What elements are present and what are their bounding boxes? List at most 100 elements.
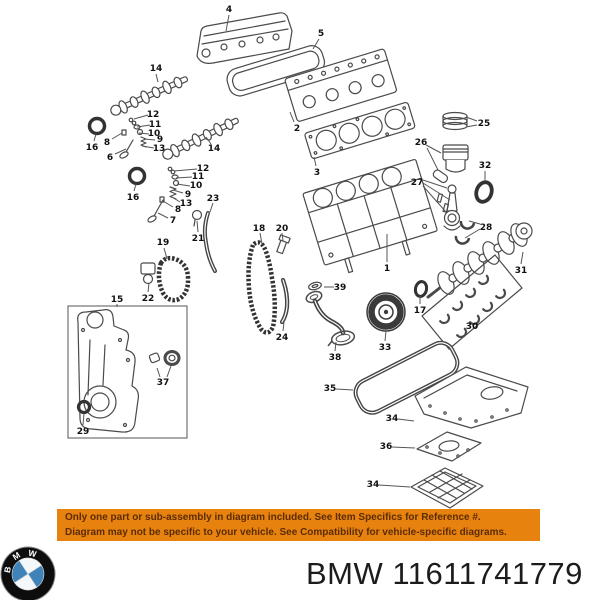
- leader-line-timing-chain: [259, 232, 263, 245]
- upper-timing-chain-drawing: [156, 255, 191, 303]
- part-label-valve-retainer-b: 11: [192, 172, 205, 182]
- valve-cover-gasket-drawing: [226, 45, 326, 97]
- part-label-windage-tray: 36: [380, 442, 393, 452]
- part-label-chain-tensioner-upper: 22: [142, 294, 155, 304]
- cylinder-head-drawing: [284, 48, 397, 122]
- leader-line-crankshaft: [520, 251, 524, 265]
- part-label-valve-spring-b: 10: [190, 181, 203, 191]
- leader-line-cam-seal-2: [133, 183, 137, 192]
- leader-line-upper-oil-pan: [397, 418, 415, 422]
- disclaimer-banner: Only one part or sub-assembly in diagram…: [57, 509, 540, 541]
- leader-line-connecting-rod: [422, 185, 447, 213]
- leader-line-valve-cover: [225, 14, 230, 32]
- part-label-upper-timing-chain: 19: [157, 238, 170, 248]
- part-label-pickup-gasket: 39: [334, 283, 347, 293]
- leader-line-chain-mount: [196, 220, 199, 233]
- leader-line-valve-spring-b: [176, 183, 191, 187]
- logo-letter-m: M: [11, 550, 22, 562]
- part-label-valve-retainer-a: 11: [149, 120, 162, 130]
- pilot-ring-drawing: [413, 280, 429, 298]
- logo-letter-w: W: [27, 548, 38, 560]
- part-label-engine-block: 1: [384, 264, 390, 274]
- part-label-tensioner-bolt: 20: [276, 224, 289, 234]
- part-label-camshaft-1: 14: [150, 64, 163, 74]
- leader-line-connecting-rod: [422, 182, 451, 201]
- part-label-head-gasket: 3: [314, 168, 320, 178]
- part-label-cam-seal-2: 16: [127, 193, 140, 203]
- leader-line-valve-retainer-b: [175, 176, 193, 179]
- lower-oil-pan-drawing: [410, 467, 484, 509]
- leader-line-windage-tray: [391, 446, 416, 449]
- leader-line-valve-spring-a: [138, 132, 150, 135]
- part-label-main-bearing-set: 30: [466, 322, 479, 332]
- head-gasket-drawing: [304, 101, 416, 160]
- part-label-rear-seal: 32: [479, 161, 492, 171]
- cam-seal-drawings: [87, 116, 147, 186]
- upper-oil-pan-drawing: [414, 366, 529, 429]
- leader-line-lower-oil-pan: [378, 484, 411, 488]
- camshaft-2-drawing: [162, 117, 239, 160]
- leader-line-valve-keeper-a: [133, 114, 149, 120]
- leader-line-lifter-a: [111, 132, 123, 140]
- part-label-intake-valve: 6: [107, 153, 113, 163]
- part-label-oil-pan-gasket: 35: [324, 384, 337, 394]
- part-labels: 4523114141616121110913861211109138723211…: [77, 5, 528, 490]
- chain-guide-upper-drawing: [202, 211, 217, 273]
- chain-guide-drawing: [279, 277, 290, 325]
- logo-quadrants: [11, 557, 45, 591]
- leader-line-tensioner-bolt: [281, 232, 284, 242]
- part-label-piston: 26: [415, 138, 428, 148]
- valve-train-parts-b: [147, 166, 180, 223]
- disclaimer-line-1: Only one part or sub-assembly in diagram…: [65, 512, 481, 523]
- part-label-crank-pulley: 33: [379, 343, 392, 353]
- part-label-valve-spring-a: 10: [148, 129, 161, 139]
- engine-exploded-diagram: 4523114141616121110913861211109138723211…: [67, 5, 533, 509]
- oil-pickup-drawing: [305, 290, 356, 347]
- timing-cover-drawing: [77, 309, 139, 433]
- leader-line-upper-timing-chain: [163, 247, 168, 260]
- leader-line-valve-cover-gasket: [312, 38, 320, 50]
- leader-line-piston-rings: [465, 124, 478, 128]
- leader-line-oil-pan-gasket: [335, 388, 354, 391]
- leader-line-intake-valve: [114, 148, 127, 155]
- leader-line-piston: [426, 147, 439, 171]
- logo-letter-b: B: [2, 566, 13, 574]
- leader-line-chain-guide: [282, 321, 285, 332]
- part-label-spring-seat-a: 13: [153, 144, 166, 154]
- leader-line-spring-seat-a: [141, 145, 155, 149]
- piston-rings-drawing: [442, 111, 468, 131]
- leader-line-cover-seal: [166, 365, 172, 378]
- valve-train-parts-a: [119, 117, 147, 159]
- leader-line-rod-bearings: [468, 220, 481, 225]
- crank-front-seal-drawing: [76, 399, 92, 415]
- part-label-rod-bearings: 28: [480, 223, 493, 233]
- crankshaft-drawing: [426, 222, 533, 299]
- connecting-rod-drawing: [436, 184, 461, 231]
- leader-line-lifter-b: [162, 200, 174, 208]
- windage-tray-drawing: [416, 431, 482, 462]
- main-bearing-set-drawing: [421, 254, 523, 350]
- part-label-valve-cover: 4: [226, 5, 232, 15]
- leader-line-exhaust-valve: [157, 212, 169, 219]
- part-label-chain-mount: 21: [192, 234, 205, 244]
- leader-line-piston-rings: [465, 116, 478, 122]
- part-label-cam-seal-1: 16: [86, 143, 99, 153]
- part-label-crankshaft: 31: [515, 266, 528, 276]
- piston-drawing: [432, 144, 469, 184]
- rear-seal-drawing: [474, 180, 494, 204]
- cover-seal-drawing: [148, 350, 181, 366]
- part-label-timing-chain: 18: [253, 224, 266, 234]
- part-label-piston-rings: 25: [478, 119, 491, 129]
- timing-chain-drawing: [246, 240, 277, 335]
- leader-line-crank-front-seal: [82, 413, 85, 426]
- leader-line-piston: [425, 144, 442, 154]
- part-label-lifter-a: 8: [104, 138, 110, 148]
- leader-line-crank-pulley: [384, 330, 387, 342]
- engine-block-drawing: [302, 158, 438, 274]
- part-label-chain-guide-upper: 23: [207, 194, 220, 204]
- part-label-pilot-ring: 17: [414, 306, 427, 316]
- leader-line-connecting-rod: [422, 179, 448, 189]
- leader-line-valve-seal-a: [143, 138, 156, 141]
- part-label-valve-seal-a: 9: [157, 135, 163, 145]
- leader-line-camshaft-1: [155, 73, 159, 83]
